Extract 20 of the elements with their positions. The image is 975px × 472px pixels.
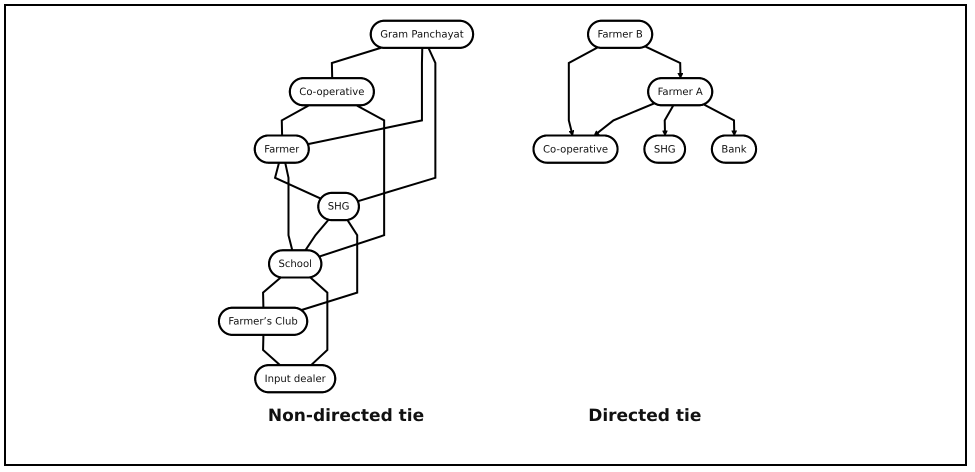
arrow <box>645 46 684 79</box>
arrow <box>704 104 738 136</box>
arrow <box>594 102 655 136</box>
connector <box>262 335 281 366</box>
connector <box>330 46 382 78</box>
connector <box>358 48 436 202</box>
figure-frame: Gram Panchayat Co-operative Farmer SHG School Farmer’s Club Input dealer Farmer B Co-operative Farmer A SHG Bank Non-directed tie Directed tie <box>4 4 967 466</box>
connector <box>308 48 424 146</box>
connector <box>262 276 282 308</box>
connector <box>319 104 386 258</box>
connector <box>274 162 322 200</box>
connector <box>310 276 328 366</box>
connector <box>284 162 294 251</box>
connector <box>300 220 358 312</box>
arrow <box>568 46 598 136</box>
caption: Non-directed tie <box>268 406 424 426</box>
arrow <box>662 105 674 136</box>
caption: Directed tie <box>588 406 702 426</box>
connector <box>280 104 309 136</box>
connector <box>304 219 330 252</box>
